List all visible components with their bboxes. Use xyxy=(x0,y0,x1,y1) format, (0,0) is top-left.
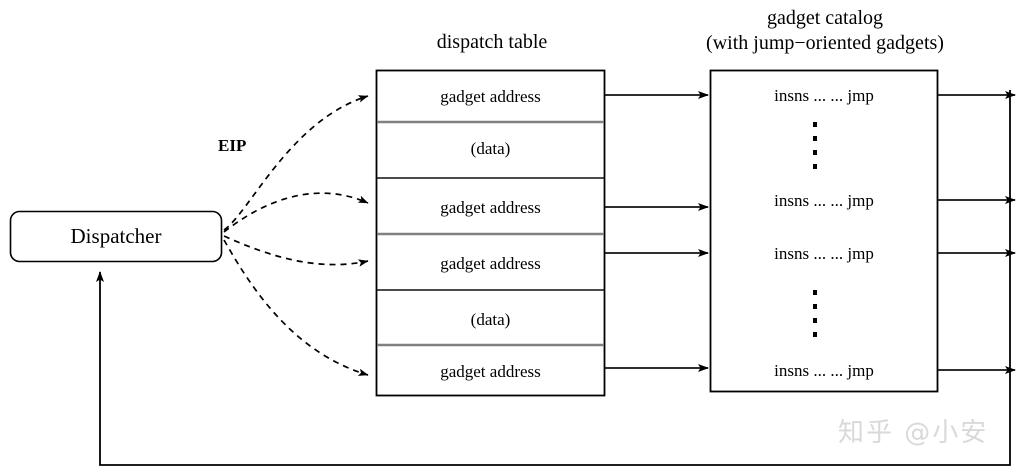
gadget-catalog-entry[interactable]: insns ... ... jmp xyxy=(774,86,874,105)
gadget-catalog-heading-line2: (with jump−oriented gadgets) xyxy=(706,32,944,54)
dispatch-table-heading: dispatch table xyxy=(436,31,548,53)
eip-curve-to-row-4 xyxy=(223,235,369,267)
dispatch-table-row[interactable]: gadget address xyxy=(440,87,541,106)
dispatch-table-row[interactable]: gadget address xyxy=(440,254,541,273)
gadget-catalog-box[interactable] xyxy=(709,69,939,393)
dispatch-table-row[interactable]: gadget address xyxy=(440,362,541,381)
dispatch-table-row[interactable]: (data) xyxy=(470,139,511,158)
eip-label: EIP xyxy=(218,136,247,155)
eip-curve-to-row-3 xyxy=(223,192,369,233)
gadget-catalog-entry[interactable]: insns ... ... jmp xyxy=(774,361,874,380)
gadget-catalog-heading: gadget catalog (with jump−oriented gadge… xyxy=(700,6,950,56)
dispatch-table-row[interactable]: gadget address xyxy=(440,198,541,217)
eip-curve-to-row-1 xyxy=(223,95,369,231)
dispatcher-label: Dispatcher xyxy=(70,224,162,248)
gadget-catalog-entry[interactable]: insns ... ... jmp xyxy=(774,191,874,210)
feedback-return-path xyxy=(96,90,1011,466)
eip-curve-to-row-6 xyxy=(223,239,369,376)
dispatcher-box[interactable] xyxy=(9,210,223,263)
gadget-catalog-entry[interactable]: insns ... ... jmp xyxy=(774,244,874,263)
gadget-catalog-heading-line1: gadget catalog xyxy=(766,7,884,29)
watermark: 知乎 @小安 xyxy=(838,418,989,448)
dispatch-table-row[interactable]: (data) xyxy=(470,310,511,329)
